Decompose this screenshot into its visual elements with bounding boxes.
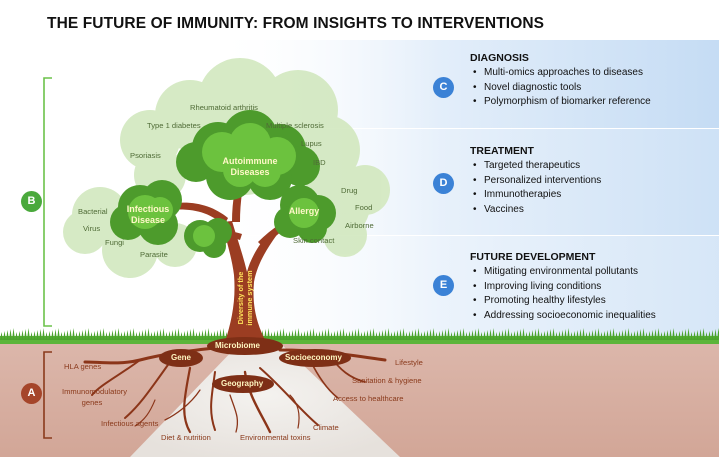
label-fungi: Fungi <box>105 238 124 247</box>
list-item: Promoting healthy lifestyles <box>473 294 656 309</box>
badge-e: E <box>433 275 454 296</box>
infectious-line-1: Infectious <box>126 204 170 214</box>
list-item: Novel diagnostic tools <box>473 81 651 96</box>
lower-canopy <box>184 218 232 258</box>
factor-diet-nutrition: Diet & nutrition <box>161 433 211 442</box>
list-item: Improving living conditions <box>473 280 656 295</box>
factor-sanitation-hygiene: Sanitation & hygiene <box>352 376 422 385</box>
badge-c: C <box>433 77 454 98</box>
treatment-heading: TREATMENT <box>470 145 534 157</box>
autoimmune-category-label: Autoimmune Diseases <box>210 156 290 178</box>
root-socioeconomy: Socioeconomy <box>285 353 342 362</box>
label-parasite: Parasite <box>140 250 168 259</box>
label-bacterial: Bacterial <box>78 207 108 216</box>
allergy-category-label: Allergy <box>288 206 320 216</box>
label-virus: Virus <box>83 224 101 233</box>
root-nodes <box>159 337 351 393</box>
figure-title: THE FUTURE OF IMMUNITY: FROM INSIGHTS TO… <box>47 15 545 32</box>
label-multiple-sclerosis: Multiple sclerosis <box>266 121 324 130</box>
factor-immunomodulatory-genes: Immunomodulatory genes <box>62 387 127 407</box>
root-microbiome: Microbiome <box>215 341 260 350</box>
root-light-cone <box>130 345 400 457</box>
trunk-label-line-1: Diversity of the <box>236 271 245 325</box>
label-lupus: Lupus <box>301 139 322 148</box>
badge-d: D <box>433 173 454 194</box>
label-psoriasis: Psoriasis <box>130 151 161 160</box>
autoimmune-canopy <box>176 110 320 200</box>
grass-strip <box>0 328 719 344</box>
autoimmune-line-1: Autoimmune <box>222 156 278 166</box>
label-skin-contact: Skin contact <box>293 236 335 245</box>
list-item: Addressing socioeconomic inequalities <box>473 309 656 324</box>
diagnosis-list: Multi-omics approaches to diseases Novel… <box>473 66 651 110</box>
infectious-canopy <box>110 180 182 245</box>
diagnosis-heading: DIAGNOSIS <box>470 52 529 64</box>
infectious-line-2: Disease <box>130 215 166 225</box>
treatment-list: Targeted therapeutics Personalized inter… <box>473 159 601 217</box>
bracket-a <box>43 351 52 439</box>
factor-infectious-agents: Infectious agents <box>101 419 159 428</box>
label-rheumatoid-arthritis: Rheumatoid arthritis <box>190 103 258 112</box>
list-item: Immunotherapies <box>473 188 601 203</box>
allergy-canopy <box>274 185 336 243</box>
trunk-label: Diversity of the immune system <box>236 253 254 343</box>
badge-b: B <box>21 191 42 212</box>
factor-hla-genes: HLA genes <box>64 362 102 371</box>
label-airborne: Airborne <box>345 221 374 230</box>
label-drug: Drug <box>341 186 358 195</box>
infectious-category-label: Infectious Disease <box>118 204 178 226</box>
badge-a: A <box>21 383 42 404</box>
list-item: Multi-omics approaches to diseases <box>473 66 651 81</box>
root-geography: Geography <box>221 379 264 388</box>
autoimmune-line-2: Diseases <box>230 167 270 177</box>
future-list: Mitigating environmental pollutants Impr… <box>473 265 656 323</box>
list-item: Targeted therapeutics <box>473 159 601 174</box>
factor-environmental-toxins: Environmental toxins <box>240 433 311 442</box>
factor-access-to-healthcare: Access to healthcare <box>333 394 404 403</box>
list-item: Mitigating environmental pollutants <box>473 265 656 280</box>
label-food: Food <box>355 203 373 212</box>
factor-climate: Climate <box>313 423 339 432</box>
list-item: Personalized interventions <box>473 174 601 189</box>
label-type-1-diabetes: Type 1 diabetes <box>147 121 201 130</box>
list-item: Vaccines <box>473 203 601 218</box>
label-ibd: IBD <box>313 158 326 167</box>
root-gene: Gene <box>171 353 192 362</box>
factor-lifestyle: Lifestyle <box>395 358 423 367</box>
bracket-b <box>43 77 52 327</box>
list-item: Polymorphism of biomarker reference <box>473 95 651 110</box>
future-heading: FUTURE DEVELOPMENT <box>470 251 596 263</box>
trunk-label-line-2: immune system <box>245 270 254 326</box>
